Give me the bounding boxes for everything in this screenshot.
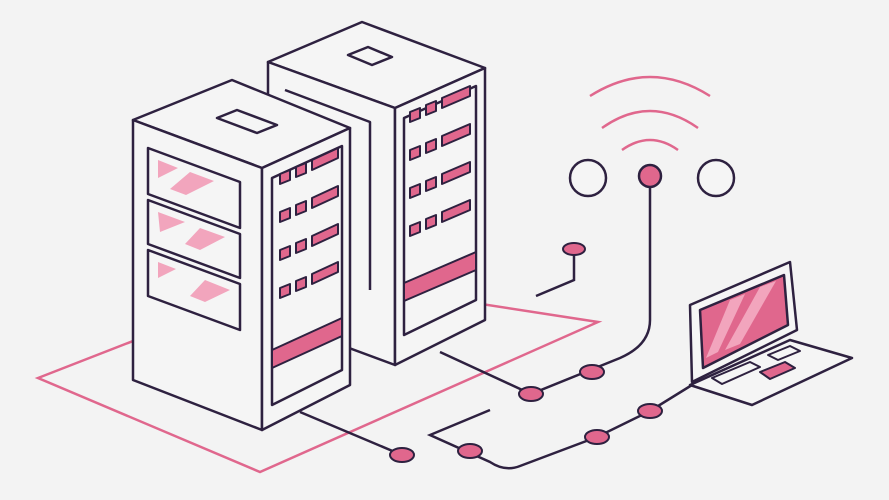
network-nodes — [389, 242, 663, 463]
wifi-icon — [568, 75, 736, 198]
server-window-panels — [146, 146, 242, 332]
network-cables — [299, 176, 693, 470]
network-node-icon — [637, 403, 663, 419]
network-node-icon — [584, 429, 610, 445]
network-node-icon — [562, 242, 586, 256]
network-node-icon — [457, 443, 483, 459]
server-rack-icon — [131, 78, 352, 432]
network-node-icon — [389, 447, 415, 463]
laptop-icon — [688, 260, 854, 407]
network-node-icon — [518, 386, 544, 402]
network-node-icon — [579, 364, 605, 380]
